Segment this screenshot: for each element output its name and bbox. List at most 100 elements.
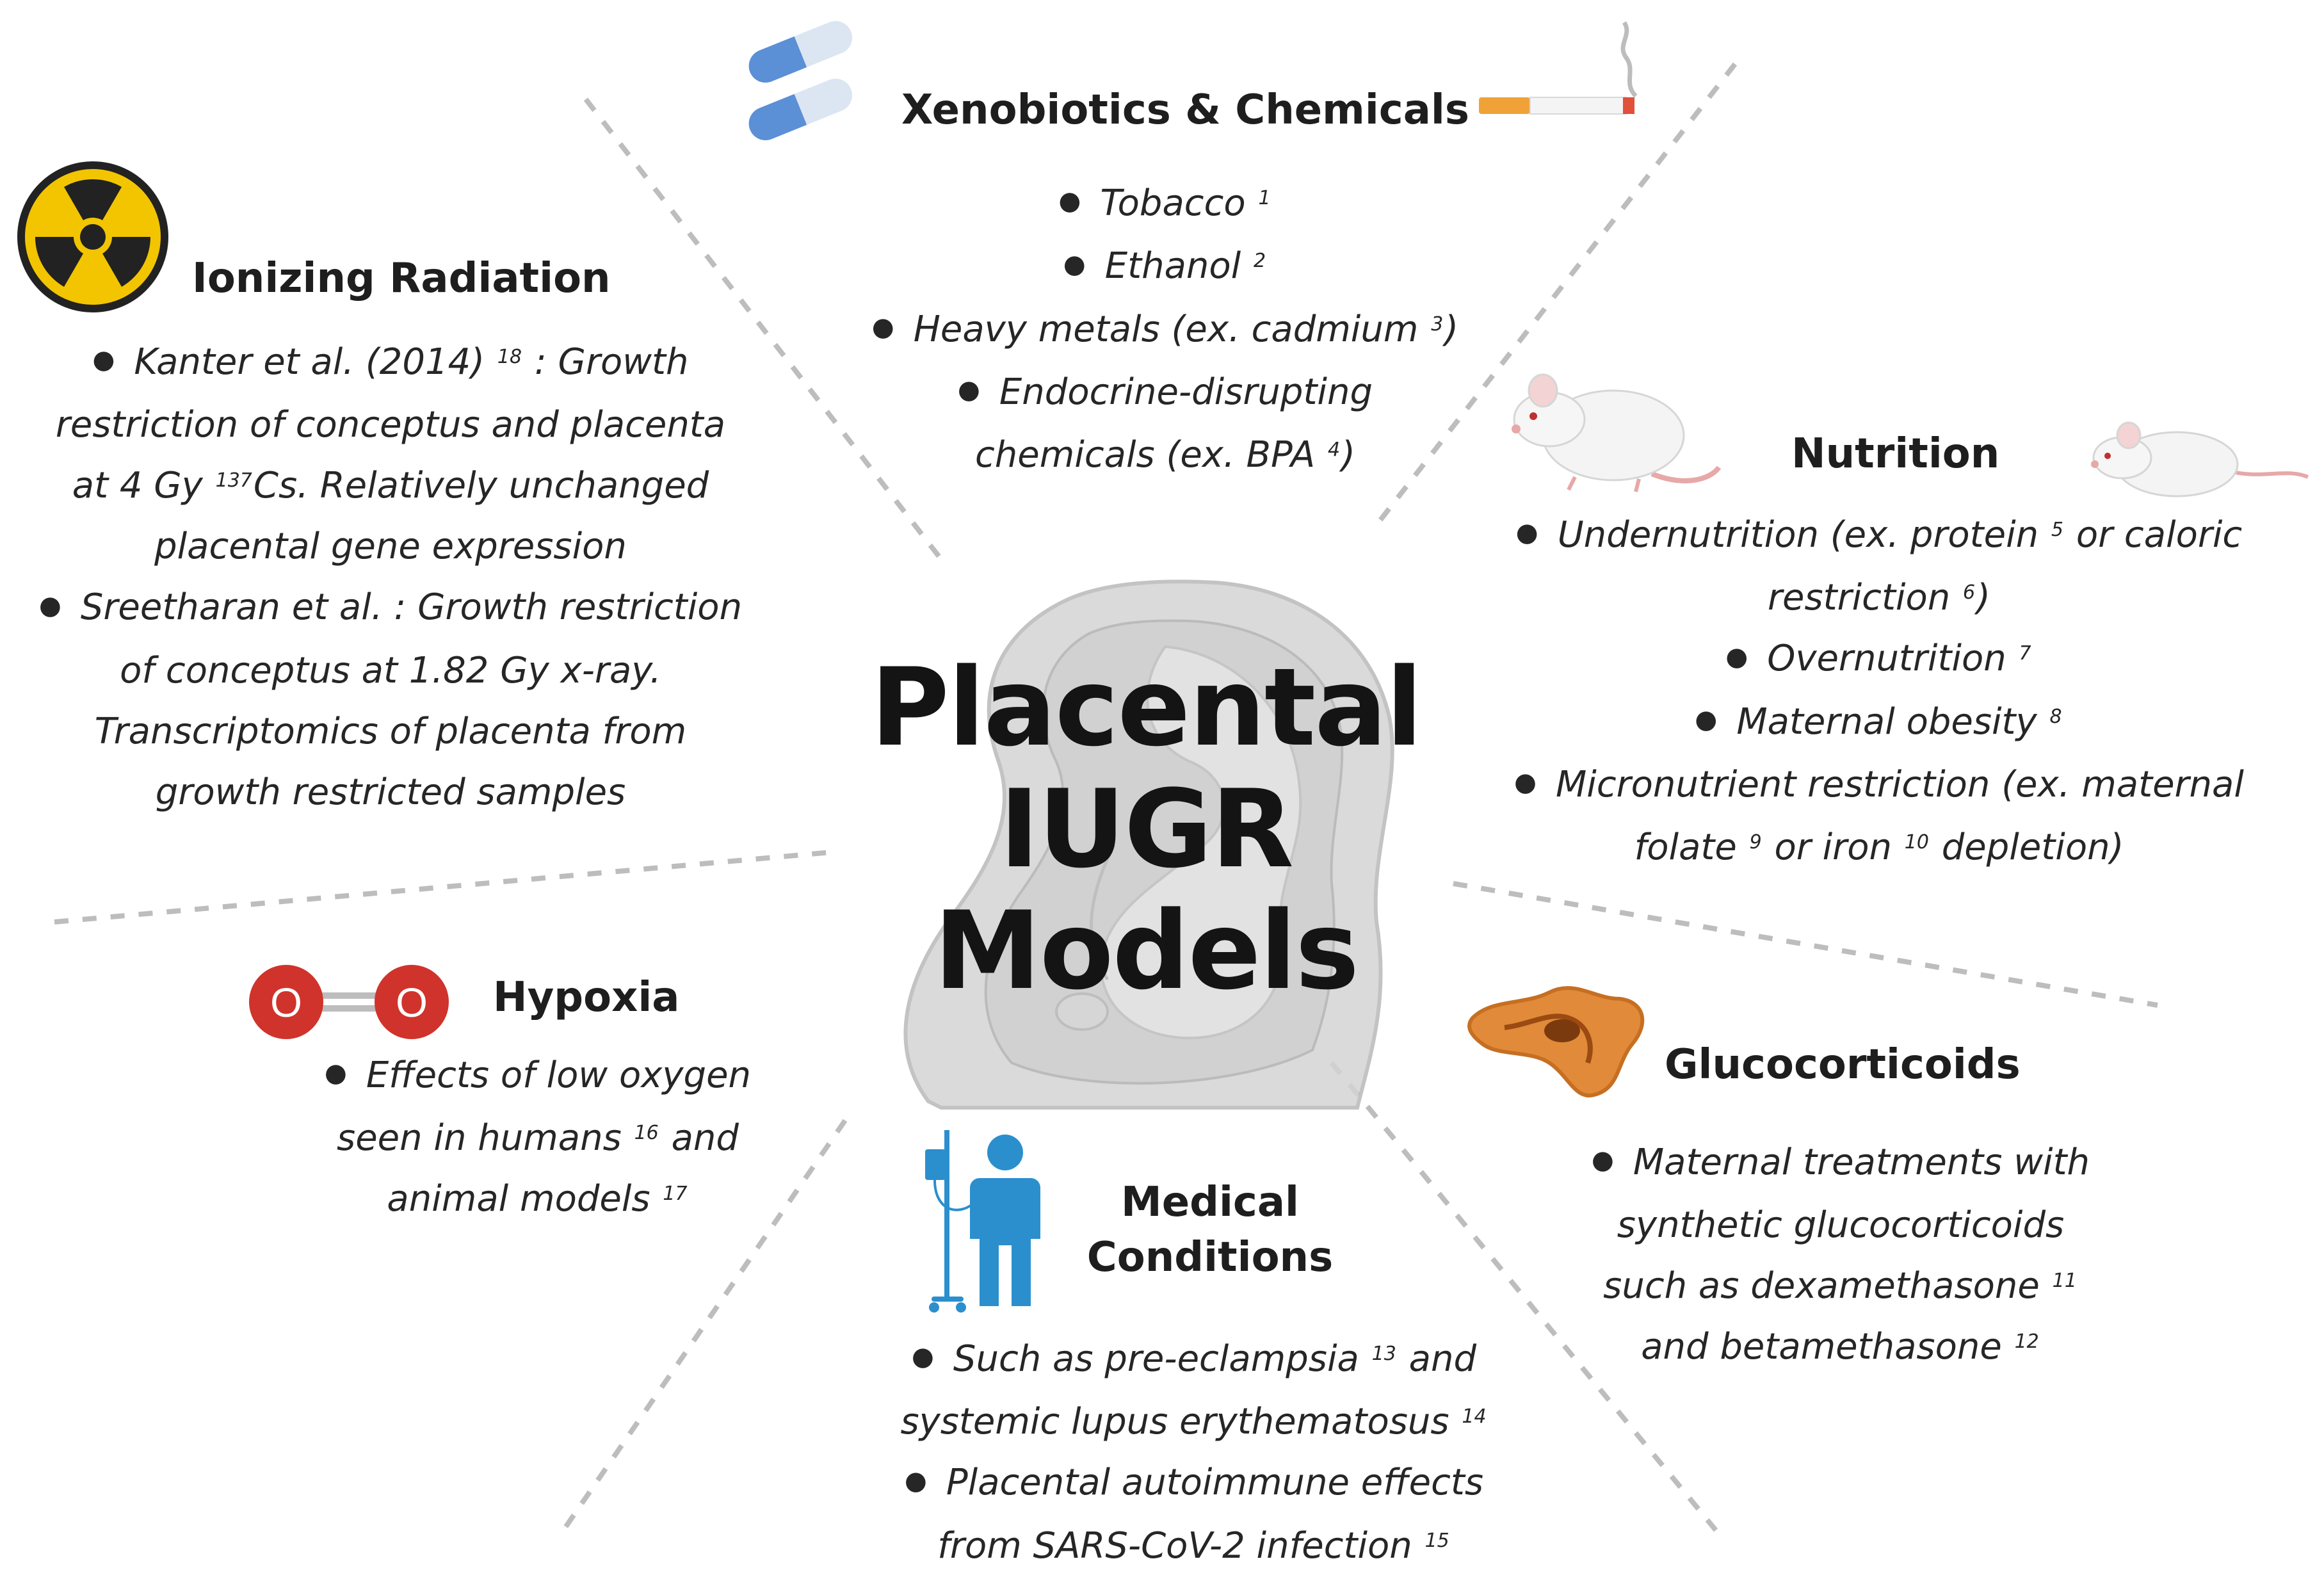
medical-list: ● Such as pre-eclampsia 13 and systemic lu… bbox=[858, 1329, 1530, 1576]
pills-icon bbox=[748, 20, 853, 141]
item-text: and bbox=[1397, 1338, 1476, 1380]
item-text: or caloric bbox=[2065, 514, 2243, 556]
reference-number: 5 bbox=[2051, 519, 2064, 541]
bullet-icon: ● bbox=[324, 1058, 347, 1088]
oxygen-atom-label: O bbox=[270, 980, 302, 1026]
glucocorticoids-list: ● Maternal treatments with synthetic gluco… bbox=[1537, 1132, 2145, 1377]
list-item: ● Kanter et al. (2014) 18 : Growth restric… bbox=[13, 332, 768, 577]
item-text: restriction of conceptus and placenta bbox=[55, 404, 726, 446]
item-text: or iron bbox=[1763, 827, 1903, 869]
item-text: Ethanol bbox=[1104, 245, 1253, 287]
reference-number: 18 bbox=[497, 346, 522, 368]
item-text: Sreetharan et al. : Growth restriction bbox=[80, 586, 743, 629]
reference-number: 16 bbox=[634, 1122, 659, 1145]
item-text: synthetic glucocorticoids bbox=[1617, 1204, 2065, 1247]
reference-number: 137 bbox=[215, 469, 252, 492]
radiation-icon bbox=[17, 161, 168, 312]
item-text: Endocrine-disrupting bbox=[999, 371, 1373, 414]
rat-icon bbox=[1512, 373, 1722, 492]
item-text: : Growth bbox=[523, 341, 689, 383]
patient-iv-icon bbox=[925, 1130, 1040, 1313]
list-item: ● Ethanol 2 bbox=[794, 236, 1537, 298]
placenta-illustration bbox=[903, 579, 1394, 1110]
item-text: ) bbox=[1341, 434, 1355, 476]
radiation-list: ● Kanter et al. (2014) 18 : Growth restric… bbox=[13, 332, 768, 823]
item-text: ) bbox=[1444, 308, 1459, 350]
hypoxia-heading: Hypoxia bbox=[493, 974, 680, 1021]
item-text: Heavy metals (ex. cadmium bbox=[913, 308, 1430, 350]
cigarette-icon bbox=[1479, 21, 1638, 115]
oxygen-atom-label: O bbox=[396, 980, 428, 1026]
reference-number: 12 bbox=[2014, 1330, 2039, 1354]
bullet-icon: ● bbox=[904, 1466, 927, 1496]
center-title-line: Models bbox=[933, 888, 1359, 1014]
xenobiotics-heading: Xenobiotics & Chemicals bbox=[901, 86, 1469, 134]
item-text: Placental autoimmune effects bbox=[946, 1462, 1484, 1504]
item-text: Transcriptomics of placenta from bbox=[94, 710, 687, 752]
list-item: ● Undernutrition (ex. protein 5 or calori… bbox=[1466, 505, 2292, 628]
list-item: ●Maternal obesity 8 bbox=[1466, 691, 2292, 754]
reference-number: 2 bbox=[1254, 250, 1266, 273]
item-text: restriction bbox=[1767, 577, 1962, 619]
item-text: Micronutrient restriction (ex. maternal bbox=[1555, 764, 2244, 806]
item-text: such as dexamethasone bbox=[1603, 1265, 2051, 1307]
reference-number: 3 bbox=[1431, 312, 1444, 335]
medical-heading-line: Medical bbox=[1121, 1179, 1299, 1226]
bullet-icon: ● bbox=[871, 312, 894, 343]
item-text: seen in humans bbox=[337, 1117, 633, 1160]
glucocorticoids-heading: Glucocorticoids bbox=[1665, 1041, 2021, 1088]
item-text: Undernutrition (ex. protein bbox=[1557, 514, 2050, 556]
item-text: animal models bbox=[387, 1178, 662, 1220]
item-text: Effects of low oxygen bbox=[366, 1055, 752, 1096]
adrenal-gland-icon bbox=[1467, 986, 1645, 1098]
item-text: and bbox=[659, 1117, 739, 1160]
item-text: from SARS-CoV-2 infection bbox=[937, 1524, 1424, 1567]
list-item: ● Micronutrient restriction (ex. maternal… bbox=[1466, 754, 2292, 878]
bullet-icon: ● bbox=[1515, 518, 1538, 548]
item-text: Such as pre-eclampsia bbox=[953, 1338, 1371, 1380]
medical-heading: Medical Conditions bbox=[1082, 1175, 1338, 1285]
item-text: folate bbox=[1634, 827, 1748, 869]
center-title: Placental IUGR Models bbox=[851, 647, 1440, 1012]
reference-number: 14 bbox=[1462, 1405, 1487, 1428]
item-text: systemic lupus erythematosus bbox=[900, 1401, 1461, 1443]
xenobiotics-list: ●Tobacco 1●Ethanol 2●Heavy metals (ex. c… bbox=[794, 173, 1537, 485]
bullet-icon: ● bbox=[957, 375, 980, 405]
item-text: Kanter et al. (2014) bbox=[134, 341, 496, 383]
bullet-icon: ● bbox=[1695, 705, 1718, 735]
item-text: Maternal obesity bbox=[1736, 700, 2049, 743]
list-item: ●Tobacco 1 bbox=[794, 173, 1537, 236]
item-text: placental gene expression bbox=[154, 526, 627, 568]
nutrition-heading: Nutrition bbox=[1791, 430, 2000, 478]
bullet-icon: ● bbox=[1058, 186, 1081, 216]
reference-number: 10 bbox=[1904, 831, 1929, 854]
reference-number: 9 bbox=[1749, 831, 1762, 854]
reference-number: 4 bbox=[1328, 439, 1341, 462]
reference-number: 7 bbox=[2019, 642, 2031, 665]
nutrition-list: ● Undernutrition (ex. protein 5 or calori… bbox=[1466, 505, 2292, 878]
bullet-icon: ● bbox=[92, 345, 115, 375]
reference-number: 13 bbox=[1371, 1343, 1396, 1365]
list-item: ● Heavy metals (ex. cadmium 3) bbox=[794, 299, 1537, 362]
list-item: ● Placental autoimmune effects from SARS-C… bbox=[858, 1452, 1530, 1576]
reference-number: 11 bbox=[2052, 1270, 2077, 1293]
reference-number: 6 bbox=[1963, 581, 1976, 604]
list-item: ● Maternal treatments with synthetic gluco… bbox=[1537, 1132, 2145, 1377]
bullet-icon: ● bbox=[1725, 642, 1748, 672]
item-text: chemicals (ex. BPA bbox=[975, 434, 1327, 476]
bullet-icon: ● bbox=[1514, 768, 1537, 798]
item-text: Maternal treatments with bbox=[1633, 1142, 2090, 1183]
item-text: depletion) bbox=[1930, 827, 2124, 869]
item-text: Overnutrition bbox=[1767, 638, 2018, 680]
bullet-icon: ● bbox=[1063, 249, 1086, 279]
reference-number: 17 bbox=[663, 1183, 688, 1206]
item-text: at 4 Gy bbox=[72, 465, 214, 507]
center-title-line: IUGR bbox=[999, 766, 1294, 892]
bullet-icon: ● bbox=[1591, 1145, 1614, 1176]
